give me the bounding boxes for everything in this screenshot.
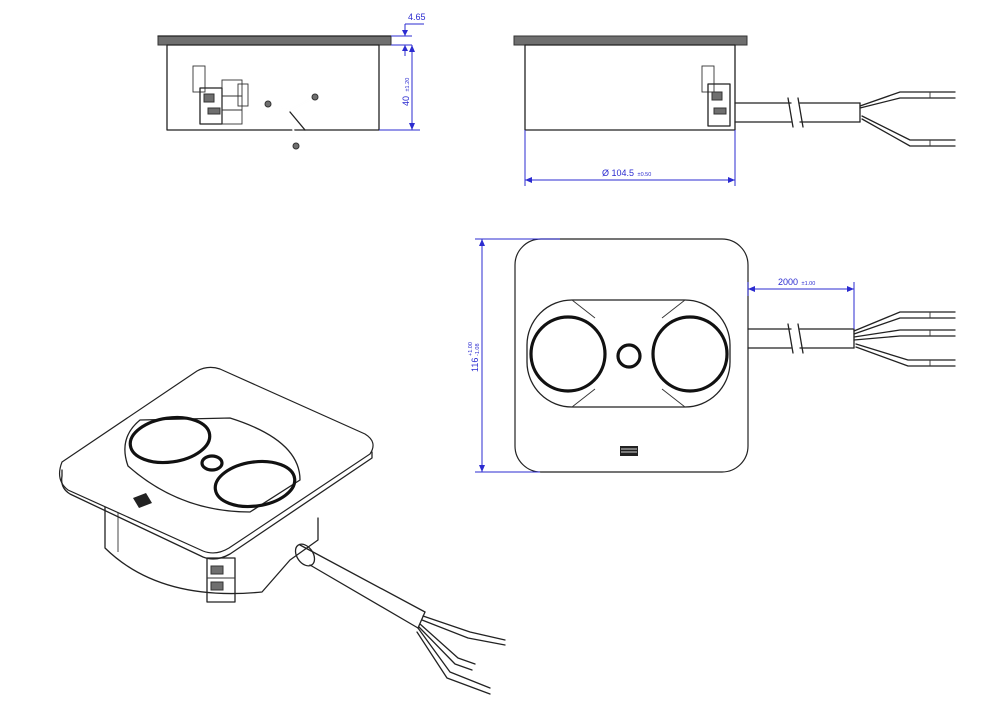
dimension-height: 116 +1.00 -1.08	[468, 238, 560, 473]
front-socket-left	[529, 315, 607, 393]
side-section-view: 4.65 40 ±1.20	[157, 12, 426, 150]
svg-text:40 ±1.20: 40 ±1.20	[401, 78, 411, 106]
side-exterior-cable	[734, 91, 956, 147]
dimension-diameter-tolerance: ±0.50	[638, 172, 652, 178]
side-section-body	[166, 44, 380, 131]
dimension-depth-value: 40	[401, 96, 411, 106]
svg-text:-1.08: -1.08	[475, 343, 481, 356]
svg-text:116: 116	[470, 358, 480, 372]
front-center-indicator	[616, 343, 642, 369]
iso-terminal-block	[206, 557, 236, 603]
iso-body	[104, 499, 319, 595]
dimension-height-tol-lower: -1.08	[475, 343, 481, 356]
front-cable	[747, 311, 956, 367]
side-exterior-terminal-block	[701, 65, 731, 127]
dimension-height-tol-upper: +1.00	[468, 342, 474, 356]
dimension-depth: 40 ±1.20	[379, 45, 420, 131]
dimension-cable-length: 2000 ±1.00	[747, 277, 855, 329]
side-section-terminal-block	[192, 65, 249, 125]
dimension-cable-length-tolerance: ±1.00	[802, 281, 816, 287]
side-exterior-cover-plate	[513, 35, 748, 46]
svg-text:Ø 104.5 ±0.50: Ø 104.5 ±0.50	[602, 168, 651, 178]
iso-socket-left	[128, 415, 212, 465]
iso-socket-frame	[124, 417, 301, 513]
dimension-diameter: Ø 104.5 ±0.50	[524, 130, 736, 186]
dimension-depth-tolerance: ±1.20	[405, 78, 411, 92]
dimension-diameter-value: Ø 104.5	[602, 168, 634, 178]
dimension-height-value: 116	[470, 358, 480, 372]
iso-socket-right	[213, 459, 297, 509]
iso-cable	[294, 543, 506, 695]
svg-text:2000 ±1.00: 2000 ±1.00	[778, 277, 815, 287]
side-section-spring-clip	[264, 93, 319, 150]
svg-text:+1.00: +1.00	[468, 342, 474, 356]
side-exterior-body	[524, 44, 736, 131]
iso-logo-mark	[133, 493, 152, 508]
front-logo-mark	[620, 446, 638, 456]
side-section-cover-plate	[157, 35, 392, 46]
iso-center-indicator	[200, 454, 224, 472]
dimension-top-height: 4.65	[391, 12, 426, 56]
front-cover-plate	[514, 238, 749, 473]
dimension-top-height-label: 4.65	[408, 12, 426, 22]
front-view: 2000 ±1.00 116 +1.00 -1.08	[468, 238, 956, 473]
isometric-view	[58, 366, 506, 695]
front-socket-right	[651, 315, 729, 393]
side-exterior-view: Ø 104.5 ±0.50	[513, 35, 956, 186]
iso-cover-plate	[58, 366, 374, 554]
dimension-cable-length-value: 2000	[778, 277, 798, 287]
